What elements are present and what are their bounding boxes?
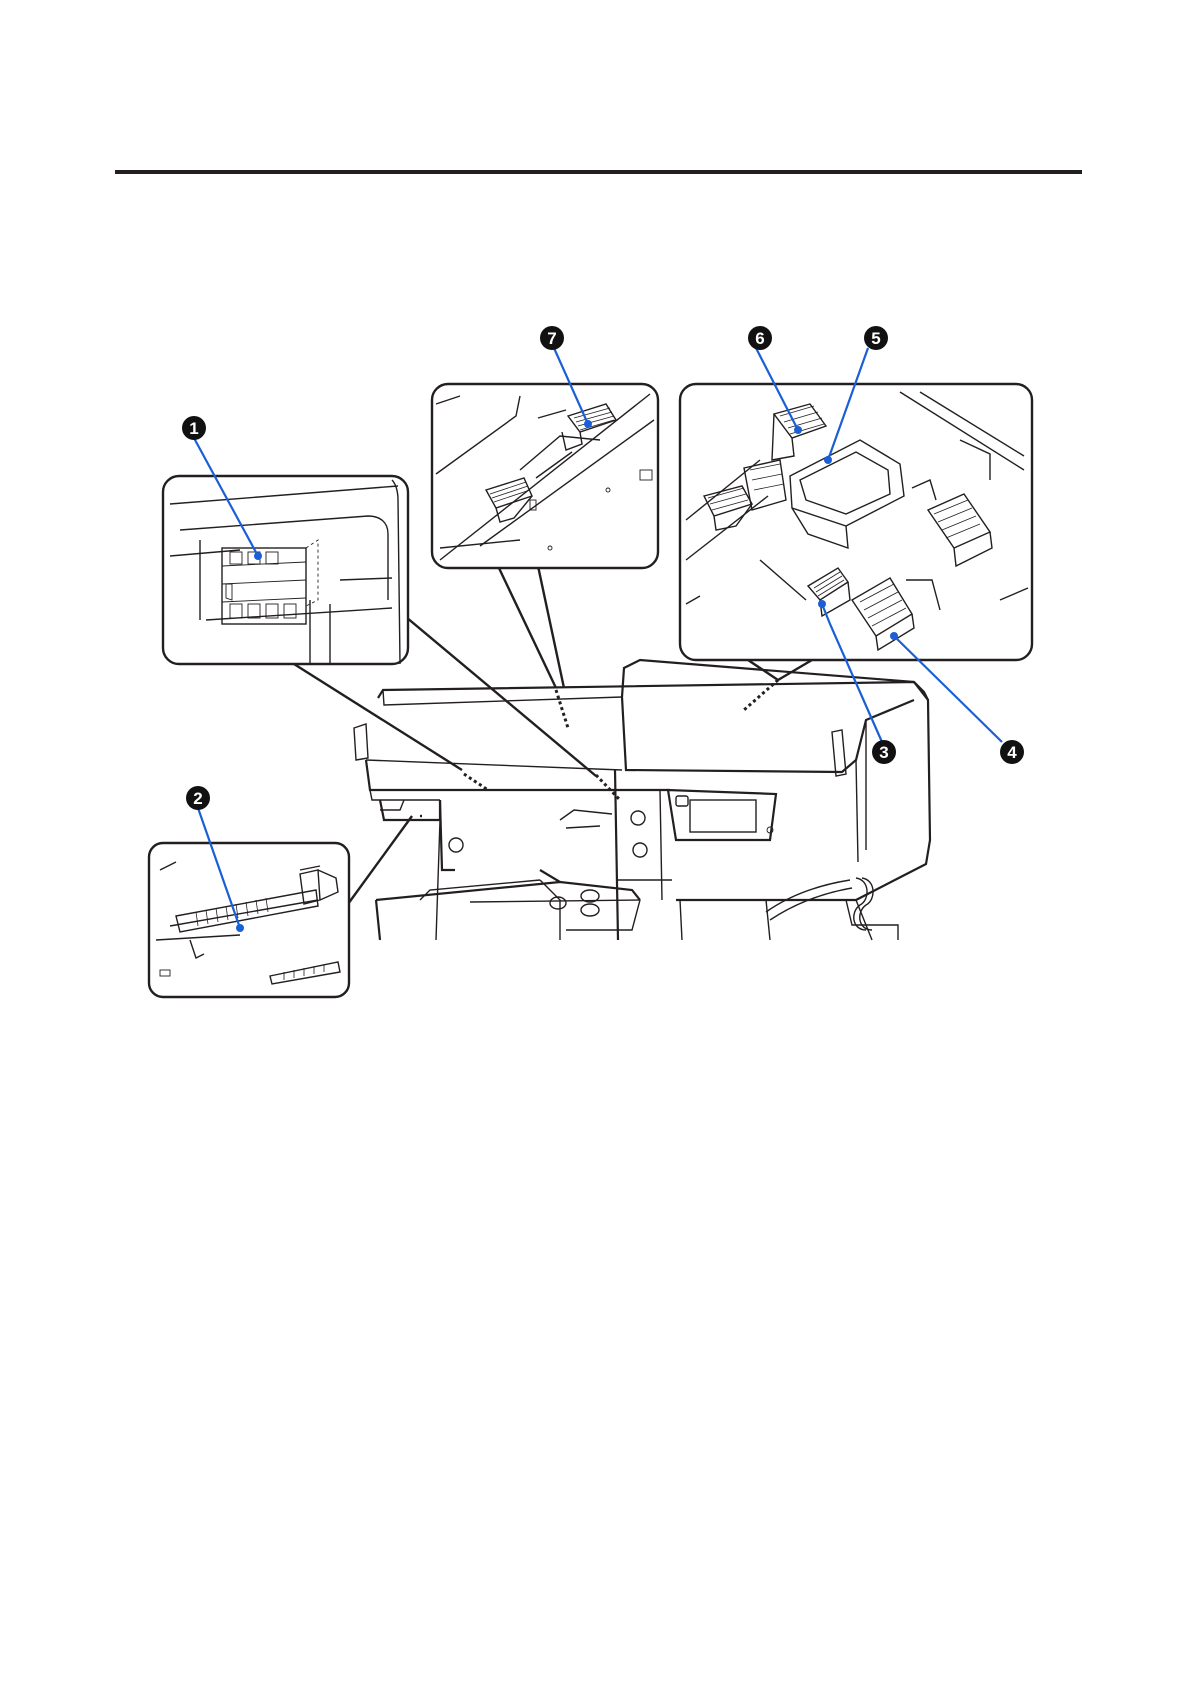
- callout-5-label: 5: [871, 329, 880, 348]
- detail-panel-1: [163, 476, 408, 664]
- callout-2: 2: [186, 786, 210, 810]
- callout-3-label: 3: [879, 743, 888, 762]
- callout-4: 4: [1000, 740, 1024, 764]
- callout-1: 1: [182, 416, 206, 440]
- callout-5: 5: [864, 326, 888, 350]
- callout-6-label: 6: [755, 329, 764, 348]
- detail-panel-2: [149, 843, 349, 997]
- callout-7: 7: [540, 326, 564, 350]
- callout-4-label: 4: [1007, 743, 1017, 762]
- detail-panel-3-6: [680, 384, 1032, 660]
- callout-7-label: 7: [547, 329, 556, 348]
- printer-body: [354, 660, 930, 940]
- detail-panel-7: [432, 384, 658, 568]
- callout-6: 6: [748, 326, 772, 350]
- callout-3: 3: [872, 740, 896, 764]
- callout-2-label: 2: [193, 789, 202, 808]
- callout-1-label: 1: [189, 419, 198, 438]
